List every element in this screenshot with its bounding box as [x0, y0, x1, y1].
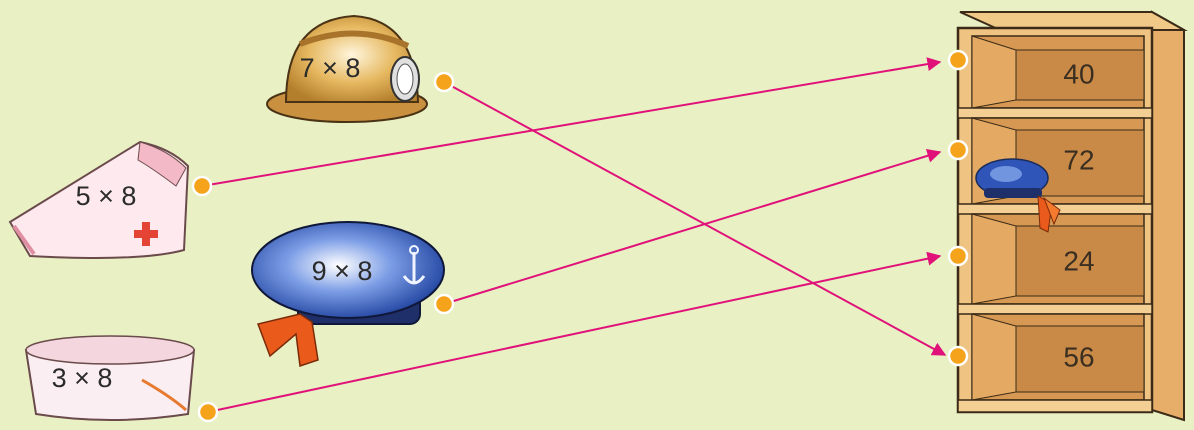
nurse-cap-label: 5 × 8: [76, 181, 137, 211]
sailor-hat-label: 9 × 8: [312, 256, 373, 286]
dot-chef-hat[interactable]: [199, 403, 217, 421]
dot-sailor-hat[interactable]: [435, 295, 453, 313]
dot-shelf-1[interactable]: [949, 51, 967, 69]
shelf-value-2: 72: [1063, 144, 1094, 175]
dot-shelf-2[interactable]: [949, 141, 967, 159]
chef-hat-icon: 3 × 8: [26, 336, 194, 420]
miner-helmet-label: 7 × 8: [300, 53, 361, 83]
miner-helmet-icon: 7 × 8: [267, 16, 427, 122]
shelf-value-3: 24: [1063, 245, 1094, 276]
dot-miner-helmet[interactable]: [435, 73, 453, 91]
dot-shelf-4[interactable]: [949, 347, 967, 365]
bookshelf: 40 72 24 56: [958, 12, 1184, 420]
dot-nurse-cap[interactable]: [193, 177, 211, 195]
nurse-cap-icon: 5 × 8: [10, 142, 188, 258]
dot-shelf-3[interactable]: [949, 247, 967, 265]
shelf-value-4: 56: [1063, 341, 1094, 372]
sailor-hat-icon: 9 × 8: [252, 222, 444, 366]
connection-7x8-to-56: [444, 82, 945, 355]
chef-hat-label: 3 × 8: [52, 363, 113, 393]
connection-9x8-to-72: [444, 152, 940, 304]
shelf-value-1: 40: [1063, 58, 1094, 89]
